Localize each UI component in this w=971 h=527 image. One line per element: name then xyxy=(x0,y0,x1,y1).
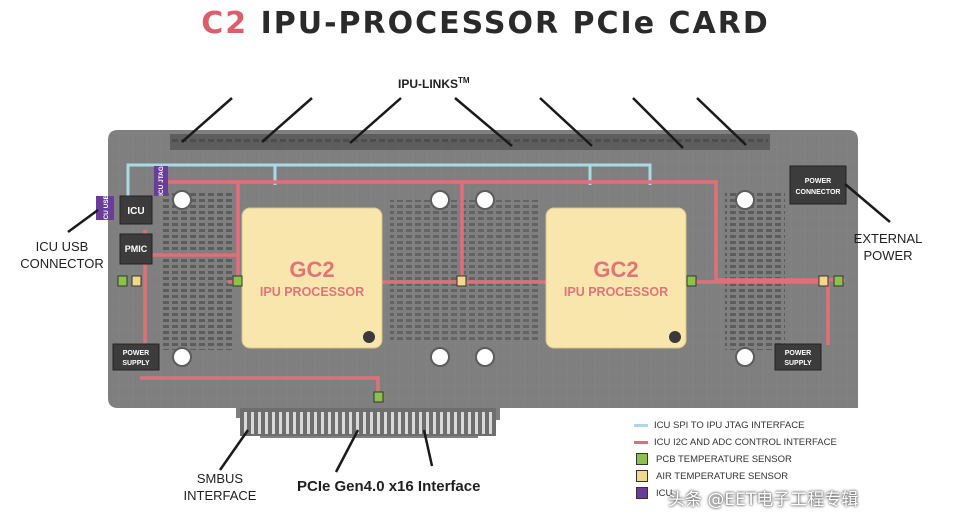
processor-right-name: GC2 xyxy=(593,257,638,282)
title-text: IPU-PROCESSOR PCIe CARD xyxy=(260,6,770,41)
icu-jtag-chip-label: ICU JTAG xyxy=(158,166,165,196)
center-component-field xyxy=(390,200,540,340)
power-connector-line1: POWER xyxy=(805,178,831,185)
legend-text-air-sensor: AIR TEMPERATURE SENSOR xyxy=(656,470,789,482)
pmic-chip-label: PMIC xyxy=(125,244,148,254)
watermark: 头条 @EET电子工程专辑 xyxy=(668,490,859,510)
power-supply-left-line1: POWER xyxy=(123,350,149,357)
power-supply-left-line2: SUPPLY xyxy=(122,360,150,367)
title-accent: C2 xyxy=(201,6,249,41)
legend-key-pcb-sensor xyxy=(636,453,648,465)
icu-usb-line2: CONNECTOR xyxy=(20,256,104,271)
icu-jtag-chip xyxy=(154,166,168,196)
smbus-line2: INTERFACE xyxy=(183,488,257,503)
gc2-processor-right: GC2 IPU PROCESSOR xyxy=(545,207,687,349)
icu-usb-line1: ICU USB xyxy=(35,239,89,254)
power-supply-left xyxy=(112,343,160,371)
legend-item-icu: ICU xyxy=(634,485,672,501)
legend-key-air-sensor xyxy=(636,470,648,482)
left-component-field xyxy=(160,190,232,350)
legend-key-spi xyxy=(634,423,648,427)
ipu-links-trademark: TM xyxy=(458,76,470,85)
legend-text-i2c: ICU I2C AND ADC CONTROL INTERFACE xyxy=(654,436,837,448)
pcie-interface-label: PCIe Gen4.0 x16 Interface xyxy=(297,478,481,495)
power-connector-line2: CONNECTOR xyxy=(796,189,841,196)
air-temperature-sensors xyxy=(131,275,829,287)
power-supply-right-line1: POWER xyxy=(785,350,811,357)
gc2-processor-left: GC2 IPU PROCESSOR xyxy=(241,207,383,349)
legend-text-spi: ICU SPI TO IPU JTAG INTERFACE xyxy=(654,419,805,431)
processor-left-subtitle: IPU PROCESSOR xyxy=(260,285,364,299)
smbus-interface-label: SMBUS INTERFACE xyxy=(180,470,260,504)
legend-text-icu: ICU xyxy=(656,487,673,499)
processor-left-marker xyxy=(363,331,375,343)
callout-leader-lines xyxy=(67,97,891,473)
power-connector xyxy=(789,165,847,205)
legend-item-spi: ICU SPI TO IPU JTAG INTERFACE xyxy=(634,417,804,433)
processor-right-subtitle: IPU PROCESSOR xyxy=(564,285,668,299)
legend-text-pcb-sensor: PCB TEMPERATURE SENSOR xyxy=(656,453,792,465)
smbus-line1: SMBUS xyxy=(196,471,244,486)
processor-left-name: GC2 xyxy=(289,257,334,282)
mounting-holes xyxy=(172,190,755,367)
page-title: C2 IPU-PROCESSOR PCIe CARD xyxy=(0,6,971,41)
power-supply-right xyxy=(774,343,822,371)
ipu-links-label: IPU-LINKSTM xyxy=(398,76,470,91)
legend-key-i2c xyxy=(634,440,648,444)
external-power-line1: EXTERNAL xyxy=(853,231,923,246)
icu-chip xyxy=(119,195,153,225)
ipu-links-text: IPU-LINKS xyxy=(398,77,458,91)
legend-item-pcb-sensor: PCB TEMPERATURE SENSOR xyxy=(634,451,792,467)
icu-usb-chip-label: ICU USB xyxy=(103,194,110,221)
pcie-edge-connector xyxy=(240,408,496,436)
icu-chip-label: ICU xyxy=(127,206,144,217)
icu-usb-connector-label: ICU USB CONNECTOR xyxy=(16,238,108,272)
processor-right-marker xyxy=(669,331,681,343)
external-power-label: EXTERNAL POWER xyxy=(848,230,928,264)
external-power-line2: POWER xyxy=(863,248,913,263)
pcb-temperature-sensors xyxy=(117,275,844,403)
legend-key-icu xyxy=(636,487,648,499)
right-component-field xyxy=(725,190,785,350)
legend-item-i2c: ICU I2C AND ADC CONTROL INTERFACE xyxy=(634,434,837,450)
legend-item-air-sensor: AIR TEMPERATURE SENSOR xyxy=(634,468,788,484)
pcie-pins xyxy=(244,412,492,434)
icu-usb-chip xyxy=(96,196,114,220)
power-supply-right-line2: SUPPLY xyxy=(784,360,812,367)
pmic-chip xyxy=(119,233,153,265)
